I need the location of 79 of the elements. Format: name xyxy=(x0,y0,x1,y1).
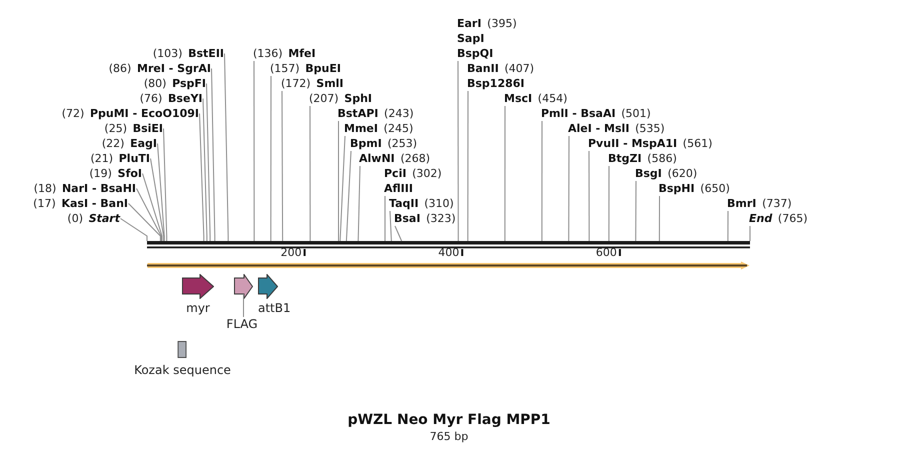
restriction-site-label: MscI (454) xyxy=(504,91,568,106)
restriction-site-label: EarI (395) SapI BspQI xyxy=(457,16,517,61)
map-title: pWZL Neo Myr Flag MPP1 xyxy=(346,412,552,429)
restriction-site-label: End (765) xyxy=(749,211,808,226)
leader-line xyxy=(390,210,392,242)
restriction-site-label: (0) Start xyxy=(67,211,120,226)
restriction-site-label: (22) EagI xyxy=(102,136,157,151)
restriction-site-label: (25) BsiEI xyxy=(104,121,163,136)
leader-line xyxy=(358,166,360,242)
restriction-site-label: BspHI (650) xyxy=(658,181,730,196)
leader-line xyxy=(128,203,161,242)
leader-line xyxy=(270,76,272,242)
sequence-feature xyxy=(147,261,750,270)
restriction-site-label: (103) BstEII xyxy=(152,46,224,61)
leader-line xyxy=(541,120,542,242)
scale-label: 600 xyxy=(596,246,617,259)
leader-line xyxy=(338,120,339,242)
leader-line xyxy=(727,210,728,242)
leader-line xyxy=(658,196,660,242)
leader-line xyxy=(394,226,402,242)
restriction-site-label: BtgZI (586) xyxy=(608,151,677,166)
restriction-site-label: PciI (302) AflIII xyxy=(384,166,442,196)
leader-line xyxy=(588,150,590,242)
restriction-site-label: BstAPI (243) xyxy=(338,106,414,121)
restriction-site-label: (19) SfoI xyxy=(89,166,142,181)
leader-line xyxy=(608,166,610,242)
scale-label: 400 xyxy=(438,246,460,259)
leader-line xyxy=(199,113,204,242)
restriction-site-label: (80) PspFI xyxy=(144,76,206,91)
leader-line xyxy=(310,106,311,242)
restriction-site-label: BpmI (253) xyxy=(350,136,418,151)
scale-label: 200 xyxy=(280,246,302,259)
leader-line xyxy=(568,136,570,242)
leader-line xyxy=(157,143,165,242)
restriction-site-label: (17) KasI - BanI xyxy=(33,196,128,211)
restriction-site-label: BanII (407) Bsp1286I xyxy=(467,61,534,91)
restriction-site-label: (21) PluTI xyxy=(90,151,150,166)
restriction-site-label: (136) MfeI xyxy=(253,46,316,61)
restriction-site-label: BmrI (737) xyxy=(727,196,792,211)
leader-line xyxy=(635,180,636,242)
restriction-site-label: (157) BpuEI xyxy=(270,61,341,76)
restriction-site-label: (207) SphI xyxy=(309,91,372,106)
restriction-site-label: (86) MreI - SgrAI xyxy=(108,61,211,76)
leader-line xyxy=(202,98,208,242)
feature-label: myr xyxy=(186,301,210,315)
restriction-site-label: (172) SmlI xyxy=(281,76,344,91)
restriction-site-label: (76) BseYI xyxy=(140,91,202,106)
leader-line xyxy=(224,53,229,242)
leader-line xyxy=(150,158,164,242)
map-caption: 765 bp xyxy=(428,430,470,443)
leader-line xyxy=(467,90,468,242)
feature-label: attB1 xyxy=(258,301,291,315)
restriction-site-label: MmeI (245) xyxy=(344,121,414,136)
feature-label: FLAG xyxy=(226,317,258,331)
sequence-backbone xyxy=(147,241,750,249)
leader-line xyxy=(136,188,162,242)
leader-line xyxy=(282,90,284,242)
restriction-site-label: PvuII - MspA1I (561) xyxy=(588,136,712,151)
restriction-site-label: (72) PpuMI - EcoO109I xyxy=(62,106,199,121)
leader-line xyxy=(206,83,211,242)
restriction-site-label: TaqII (310) xyxy=(389,196,454,211)
leader-line xyxy=(340,136,346,242)
restriction-site-label: BsgI (620) xyxy=(635,166,698,181)
restriction-site-label: AlwNI (268) xyxy=(359,151,430,166)
restriction-site-label: PmlI - BsaAI (501) xyxy=(541,106,651,121)
leader-line xyxy=(254,60,255,242)
leader-line xyxy=(211,68,216,242)
leader-line xyxy=(346,150,352,242)
leader-line xyxy=(142,173,162,242)
leader-line xyxy=(384,196,386,242)
leader-line xyxy=(120,218,148,242)
leader-line xyxy=(504,106,506,242)
restriction-site-label: AleI - MslI (535) xyxy=(568,121,665,136)
leader-line xyxy=(458,60,459,242)
sequence-feature xyxy=(234,274,253,299)
restriction-site-label: (18) NarI - BsaHI xyxy=(34,181,136,196)
leader-line xyxy=(163,128,168,242)
feature-label: Kozak sequence xyxy=(134,363,231,377)
restriction-site-label: BsaI (323) xyxy=(394,211,456,226)
